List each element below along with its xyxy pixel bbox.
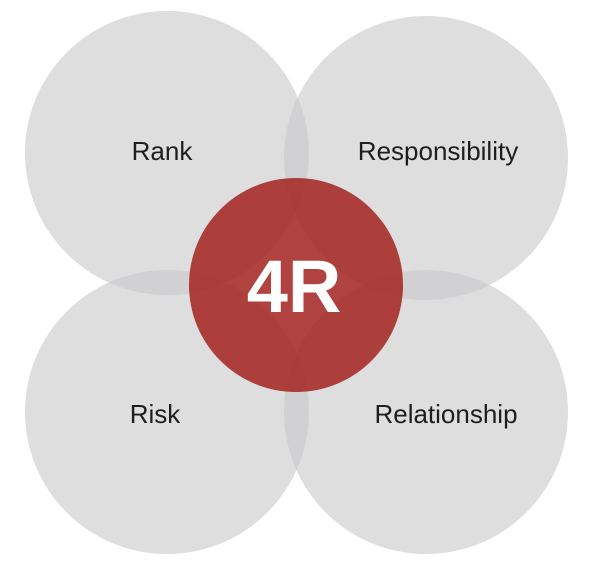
- center-label: 4R: [247, 245, 342, 328]
- label-risk: Risk: [130, 399, 182, 429]
- label-relationship: Relationship: [374, 399, 517, 429]
- label-rank: Rank: [132, 136, 194, 166]
- center-circle: [189, 178, 403, 392]
- label-responsibility: Responsibility: [358, 136, 518, 166]
